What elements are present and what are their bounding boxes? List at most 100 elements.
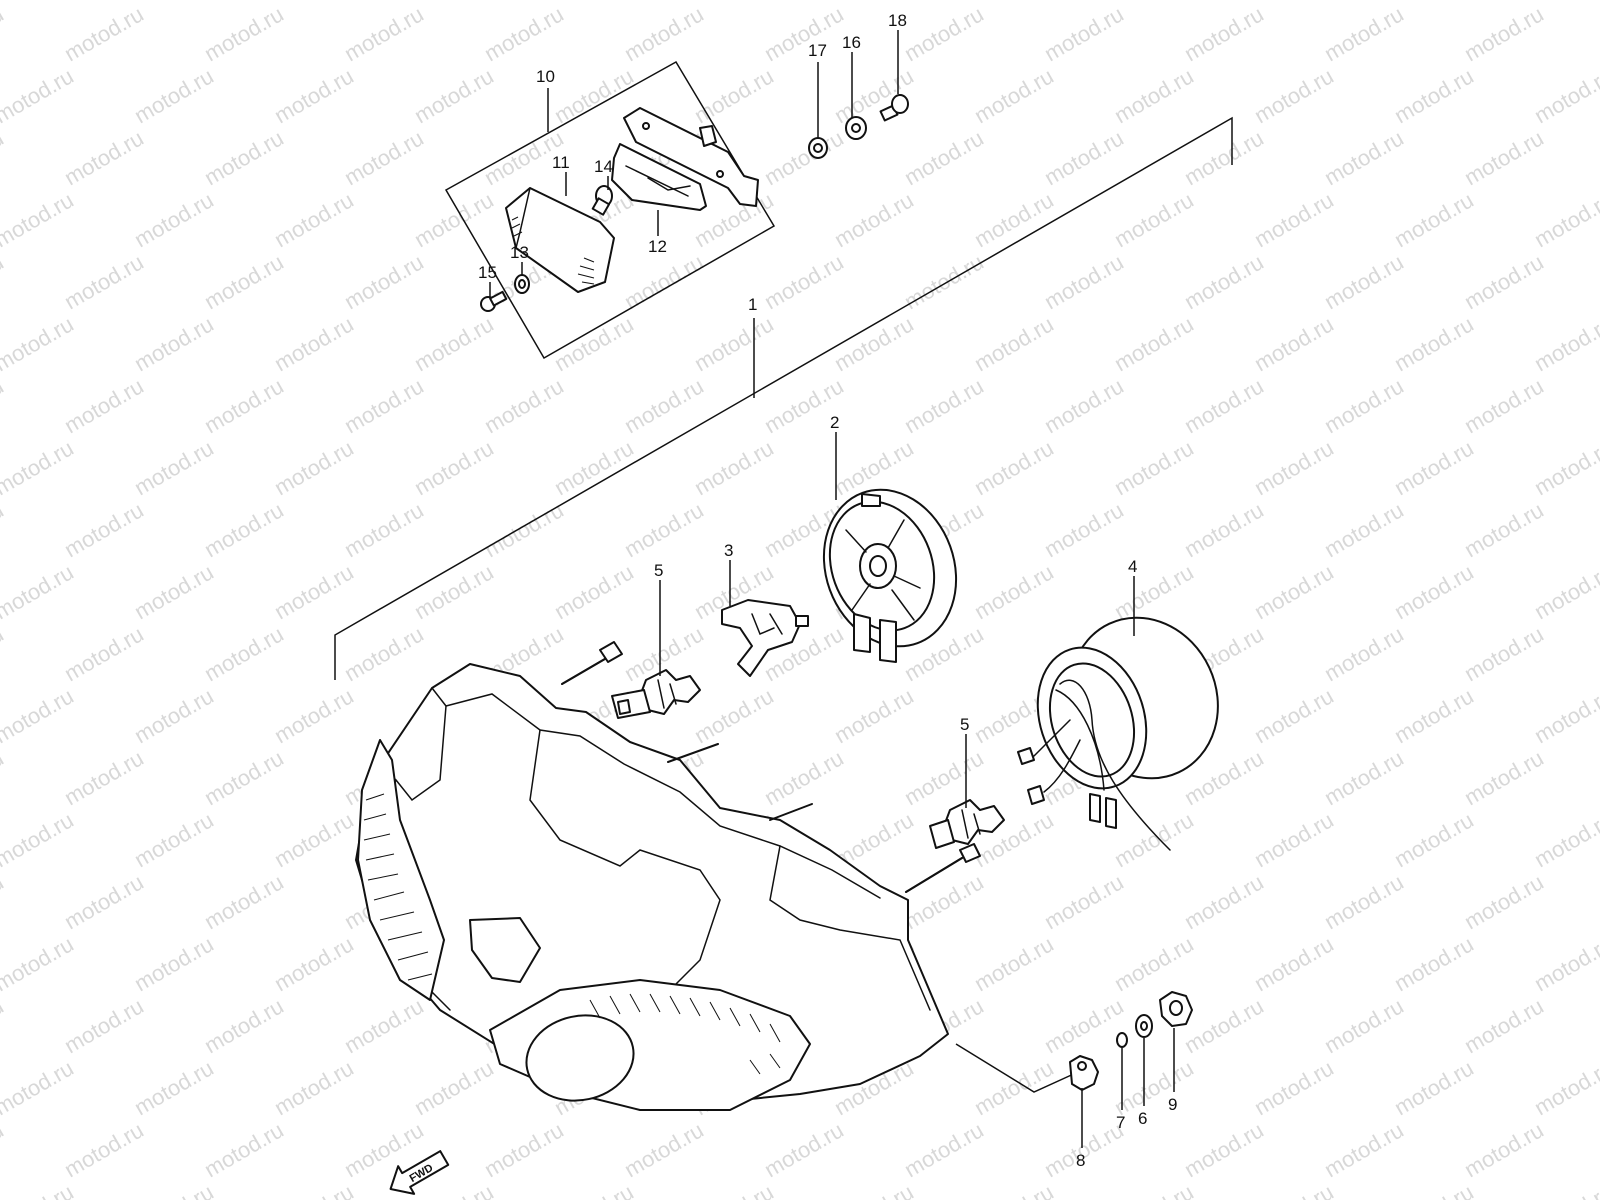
watermark-text: motod.ru xyxy=(60,125,148,190)
watermark-text: motod.ru xyxy=(1250,0,1338,4)
watermark-text: motod.ru xyxy=(900,373,988,438)
watermark-text: motod.ru xyxy=(620,497,708,562)
watermark-text: motod.ru xyxy=(60,497,148,562)
watermark-text: motod.ru xyxy=(1040,993,1128,1058)
watermark-text: motod.ru xyxy=(1250,807,1338,872)
watermark-text: motod.ru xyxy=(970,63,1058,128)
watermark-text: motod.ru xyxy=(480,373,568,438)
watermark-text: motod.ru xyxy=(550,311,638,376)
watermark-text: motod.ru xyxy=(830,683,918,748)
callout-leaders xyxy=(489,30,1175,1148)
watermark-text: motod.ru xyxy=(760,1,848,66)
callout-1: 1 xyxy=(748,295,757,314)
watermark-text: motod.ru xyxy=(1180,497,1268,562)
watermark-text: motod.ru xyxy=(1460,869,1548,934)
subassembly-box-10 xyxy=(444,60,776,360)
callout-10: 10 xyxy=(536,67,555,86)
watermark-text: motod.ru xyxy=(970,931,1058,996)
watermark-text: motod.ru xyxy=(690,435,778,500)
watermark-text: motod.ru xyxy=(0,745,8,810)
watermark-text: motod.ru xyxy=(900,1117,988,1182)
watermark-text: motod.ru xyxy=(550,559,638,624)
grommet-8 xyxy=(1069,1055,1099,1091)
collar-7 xyxy=(1116,1032,1128,1048)
watermark-text: motod.ru xyxy=(0,869,8,934)
callout-17: 17 xyxy=(808,41,827,60)
watermark-text: motod.ru xyxy=(1180,993,1268,1058)
watermark-text: motod.ru xyxy=(200,745,288,810)
watermark-text: motod.ru xyxy=(1530,63,1600,128)
watermark-text: motod.ru xyxy=(620,1,708,66)
watermark-text: motod.ru xyxy=(60,1,148,66)
watermark-text: motod.ru xyxy=(0,807,78,872)
watermark-text: motod.ru xyxy=(340,621,428,686)
watermark-text: motod.ru xyxy=(1110,435,1198,500)
watermark-text: motod.ru xyxy=(270,0,358,4)
watermark-text: motod.ru xyxy=(0,993,8,1058)
watermark-text: motod.ru xyxy=(130,311,218,376)
watermark-text: motod.ru xyxy=(1390,683,1478,748)
watermark-text: motod.ru xyxy=(900,125,988,190)
watermark-text: motod.ru xyxy=(1390,559,1478,624)
callout-8: 8 xyxy=(1076,1151,1085,1170)
watermark-text: motod.ru xyxy=(270,807,358,872)
watermark-text: motod.ru xyxy=(480,1,568,66)
watermark-text: motod.ru xyxy=(1320,869,1408,934)
watermark-text: motod.ru xyxy=(1180,869,1268,934)
watermark-text: motod.ru xyxy=(0,683,78,748)
watermark-text: motod.ru xyxy=(1390,931,1478,996)
watermark-text: motod.ru xyxy=(1040,497,1128,562)
watermark-text: motod.ru xyxy=(760,1117,848,1182)
watermark-text: motod.ru xyxy=(200,249,288,314)
watermark-text: motod.ru xyxy=(130,63,218,128)
watermark-text: motod.ru xyxy=(1460,497,1548,562)
watermark-text: motod.ru xyxy=(130,1179,218,1200)
watermark-text: motod.ru xyxy=(270,559,358,624)
watermark-text: motod.ru xyxy=(0,621,8,686)
watermark-text: motod.ru xyxy=(690,1179,778,1200)
watermark-text: motod.ru xyxy=(1460,621,1548,686)
turn-signal-housing xyxy=(623,107,759,207)
watermark-text: motod.ru xyxy=(900,249,988,314)
watermark-text: motod.ru xyxy=(1110,0,1198,4)
callout-12: 12 xyxy=(648,237,667,256)
watermark-text: motod.ru xyxy=(130,1055,218,1120)
watermark-text: motod.ru xyxy=(1530,311,1600,376)
watermark-text: motod.ru xyxy=(1110,311,1198,376)
watermark-text: motod.ru xyxy=(0,125,8,190)
watermark-text: motod.ru xyxy=(1110,1179,1198,1200)
watermark-text: motod.ru xyxy=(1110,187,1198,252)
watermark-text: motod.ru xyxy=(760,249,848,314)
watermark-text: motod.ru xyxy=(0,1,8,66)
watermark-text: motod.ru xyxy=(1460,1,1548,66)
watermark-text: motod.ru xyxy=(200,1117,288,1182)
washer-16 xyxy=(845,116,867,140)
bolt-18 xyxy=(879,94,909,122)
watermark-text: motod.ru xyxy=(1460,249,1548,314)
watermark-text: motod.ru xyxy=(1180,249,1268,314)
watermark-text: motod.ru xyxy=(340,993,428,1058)
watermark-text: motod.ru xyxy=(200,869,288,934)
watermark-text: motod.ru xyxy=(410,1179,498,1200)
watermark-text: motod.ru xyxy=(1320,249,1408,314)
watermark-text: motod.ru xyxy=(410,0,498,4)
watermark-text: motod.ru xyxy=(1390,435,1478,500)
watermark-text: motod.ru xyxy=(270,63,358,128)
watermark-text: motod.ru xyxy=(0,373,8,438)
watermark-text: motod.ru xyxy=(1250,311,1338,376)
watermark-text: motod.ru xyxy=(1530,931,1600,996)
watermark-text: motod.ru xyxy=(0,311,78,376)
watermark-text: motod.ru xyxy=(0,435,78,500)
watermark-text: motod.ru xyxy=(1320,497,1408,562)
callout-9: 9 xyxy=(1168,1095,1177,1114)
watermark-text: motod.ru xyxy=(830,187,918,252)
watermark-text: motod.ru xyxy=(0,187,78,252)
watermark-text: motod.ru xyxy=(1530,187,1600,252)
watermark-text: motod.ru xyxy=(1390,63,1478,128)
callout-5b: 5 xyxy=(960,715,969,734)
callout-14: 14 xyxy=(594,157,613,176)
watermark-text: motod.ru xyxy=(1110,559,1198,624)
watermark-text: motod.ru xyxy=(200,621,288,686)
callout-3: 3 xyxy=(724,541,733,560)
watermark-text: motod.ru xyxy=(130,559,218,624)
